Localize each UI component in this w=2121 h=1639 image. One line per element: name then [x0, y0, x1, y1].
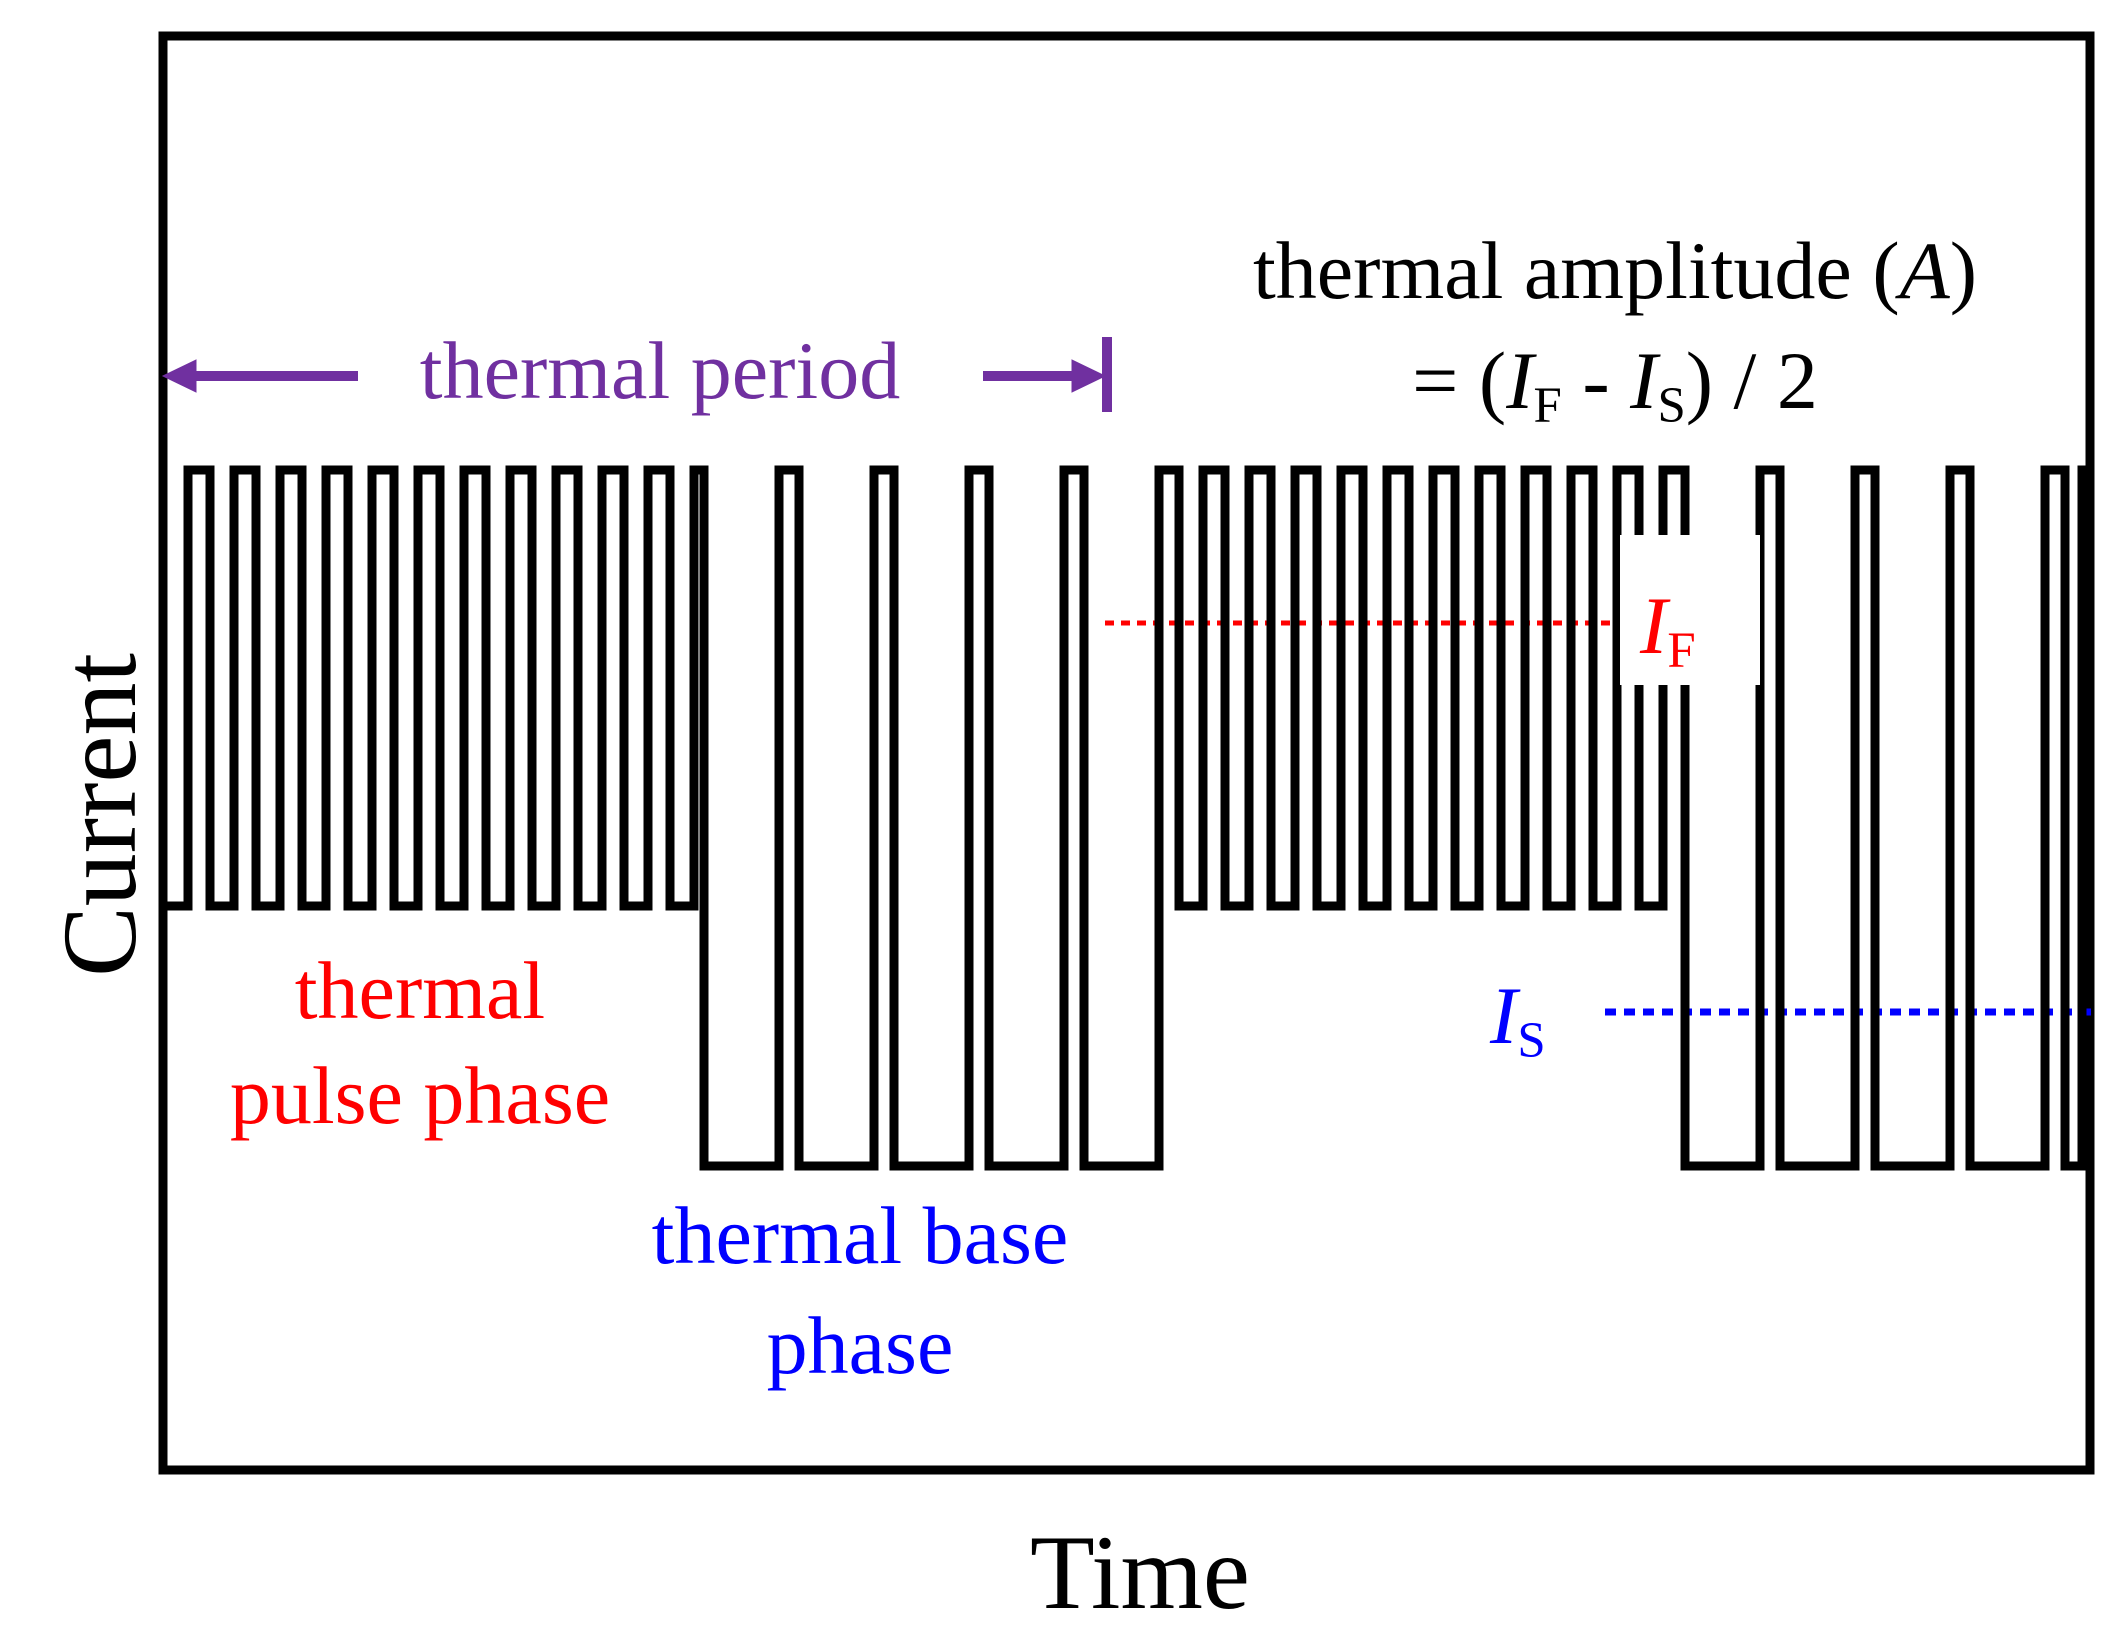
if-label: IF — [1640, 580, 1696, 679]
thermal-period-arrow — [161, 337, 1112, 412]
base-phase-label-line1: thermal base — [651, 1190, 1069, 1281]
plot-frame — [158, 31, 2095, 1475]
pulse-phase-label-line1: thermal — [294, 945, 546, 1036]
y-axis-label: Current — [41, 653, 158, 977]
is-label: IS — [1490, 970, 1546, 1069]
x-axis-label: Time — [1030, 1514, 1250, 1631]
thermal-amplitude-formula: = (IF - IS) / 2 — [1412, 335, 1818, 434]
current-waveform — [163, 465, 2087, 1171]
base-phase-label-line2: phase — [766, 1300, 954, 1391]
thermal-period-label: thermal period — [419, 325, 901, 416]
pulse-phase-label-line2: pulse phase — [229, 1050, 611, 1141]
thermal-amplitude-label: thermal amplitude (A) — [1252, 225, 1978, 316]
